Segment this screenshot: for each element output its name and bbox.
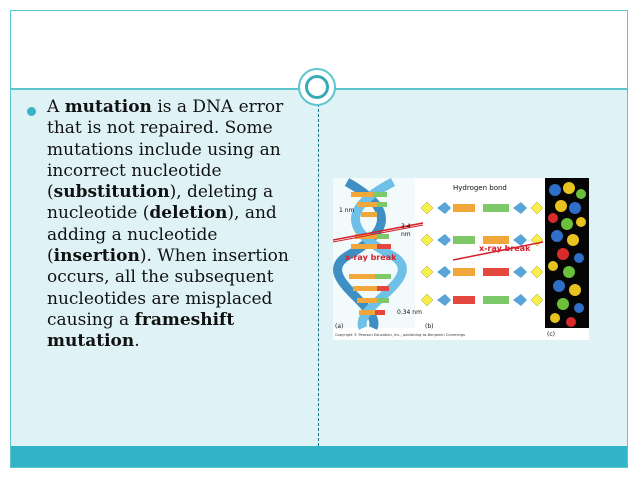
hydrogen-bond-label: Hydrogen bond bbox=[453, 184, 507, 192]
paragraph-text: ). When insertion occurs, all the subseq… bbox=[47, 246, 289, 330]
xray-break-label-1: x-ray break bbox=[345, 253, 397, 262]
column-divider bbox=[318, 104, 319, 446]
paragraph-text: A bbox=[47, 97, 65, 117]
decorative-circle-icon bbox=[305, 75, 329, 99]
panel-a-label: (a) bbox=[335, 323, 343, 330]
paragraph-text: . bbox=[134, 331, 140, 352]
panel-b-ladder: Hydrogen bond x-ray break (b) bbox=[420, 184, 544, 330]
copyright-text: Copyright © Pearson Education, Inc., pub… bbox=[335, 333, 465, 337]
paragraph-text: is a DNA error that is not repaired. Som… bbox=[47, 97, 284, 203]
one-nm-label: 1 nm bbox=[339, 207, 355, 214]
xray-break-label-2: x-ray break bbox=[479, 244, 531, 253]
paragraph-text: ), and adding a nucleotide ( bbox=[47, 203, 277, 267]
bold-term: insertion bbox=[53, 246, 140, 267]
panel-b-label: (b) bbox=[425, 323, 434, 330]
point-three-four-label: 0.34 nm bbox=[397, 309, 422, 316]
nm-label: nm bbox=[401, 231, 411, 238]
panel-c-model: (c) bbox=[545, 178, 589, 338]
bold-term: substitution bbox=[53, 182, 170, 203]
bold-term: frameshift mutation bbox=[47, 309, 235, 352]
paragraph-text: ), deleting a nucleotide ( bbox=[47, 182, 274, 224]
bottom-accent-bar bbox=[11, 446, 627, 467]
bold-term: deletion bbox=[149, 203, 228, 224]
dna-diagram-image: x-ray break 1 nm 3.4 nm 0.34 nm (a) Hydr… bbox=[332, 178, 589, 338]
dna-figure: x-ray break 1 nm 3.4 nm 0.34 nm (a) Hydr… bbox=[332, 178, 589, 340]
mutation-paragraph: A mutation is a DNA error that is not re… bbox=[47, 97, 309, 353]
panel-c-label: (c) bbox=[547, 331, 555, 338]
bold-term: mutation bbox=[64, 97, 152, 117]
bullet-icon bbox=[27, 107, 36, 116]
panel-a-helix: x-ray break 1 nm 3.4 nm 0.34 nm (a) bbox=[332, 178, 424, 330]
three-four-label: 3.4 bbox=[401, 223, 411, 230]
